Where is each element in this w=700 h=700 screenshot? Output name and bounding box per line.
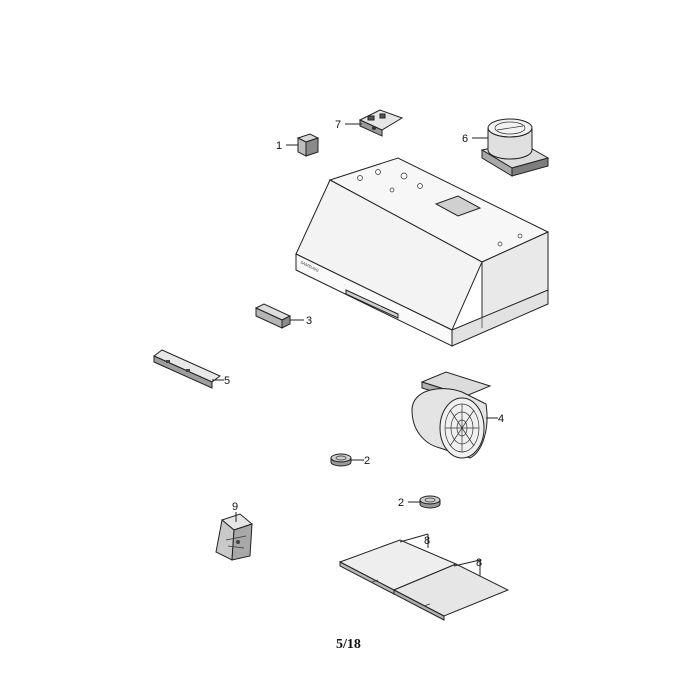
callout-2-right: 2 bbox=[398, 497, 404, 509]
part-9-hardware-bracket: 9 bbox=[215, 501, 254, 561]
part-3-light-assembly: 3 bbox=[254, 303, 312, 329]
part-2-light-bulb-right: 2 bbox=[398, 495, 441, 509]
part-2-light-bulb-left: 2 bbox=[330, 453, 370, 467]
part-4-blower-motor: 4 bbox=[411, 371, 504, 459]
callout-2-left: 2 bbox=[364, 455, 370, 467]
callout-1: 1 bbox=[276, 140, 282, 152]
callout-8-lower: 8 bbox=[476, 557, 482, 569]
part-7-control-board: 7 bbox=[335, 109, 404, 137]
callout-9: 9 bbox=[232, 501, 238, 513]
callout-7: 7 bbox=[335, 119, 341, 131]
part-6-damper-collar: 6 bbox=[462, 118, 550, 177]
range-hood-body: SAMSUNG bbox=[295, 157, 550, 347]
callout-4: 4 bbox=[498, 413, 504, 425]
callout-6: 6 bbox=[462, 133, 468, 145]
part-1-switch-box: 1 bbox=[276, 133, 320, 157]
part-5-control-bracket: 5 bbox=[153, 349, 230, 389]
part-8-grease-filters: 8 8 bbox=[338, 533, 510, 621]
callout-8-upper: 8 bbox=[424, 535, 430, 547]
page-number: 5/18 bbox=[336, 637, 361, 652]
callout-3: 3 bbox=[306, 315, 312, 327]
callout-5: 5 bbox=[224, 375, 230, 387]
